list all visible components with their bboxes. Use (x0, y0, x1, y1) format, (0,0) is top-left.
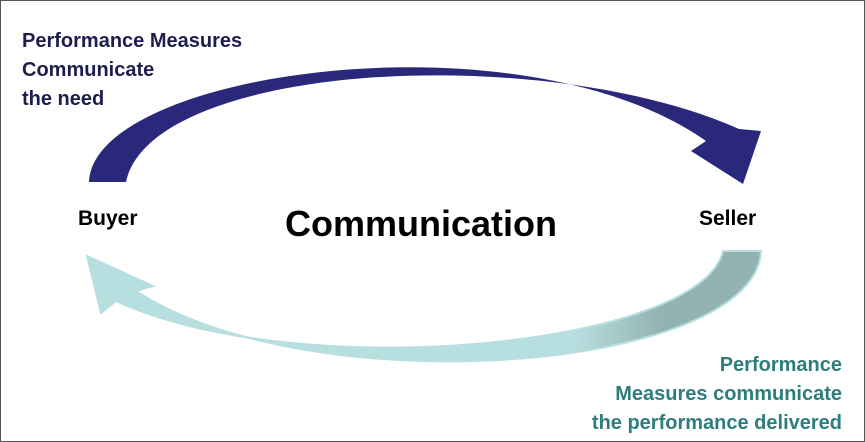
need-label: Performance Measures Communicate the nee… (22, 27, 242, 114)
need-line-3: the need (22, 88, 105, 110)
seller-label: Seller (699, 207, 757, 230)
delivered-line-1: Performance (719, 354, 842, 376)
delivered-label: Performance Measures communicate the per… (592, 351, 842, 438)
delivered-line-3: the performance delivered (591, 412, 842, 434)
need-line-1: Performance Measures (22, 30, 243, 52)
bottom-arrow (85, 250, 763, 363)
delivered-line-2: Measures communicate (615, 383, 842, 405)
communication-label: Communication (285, 203, 558, 244)
need-line-2: Communicate (22, 59, 155, 81)
buyer-label: Buyer (78, 207, 138, 230)
